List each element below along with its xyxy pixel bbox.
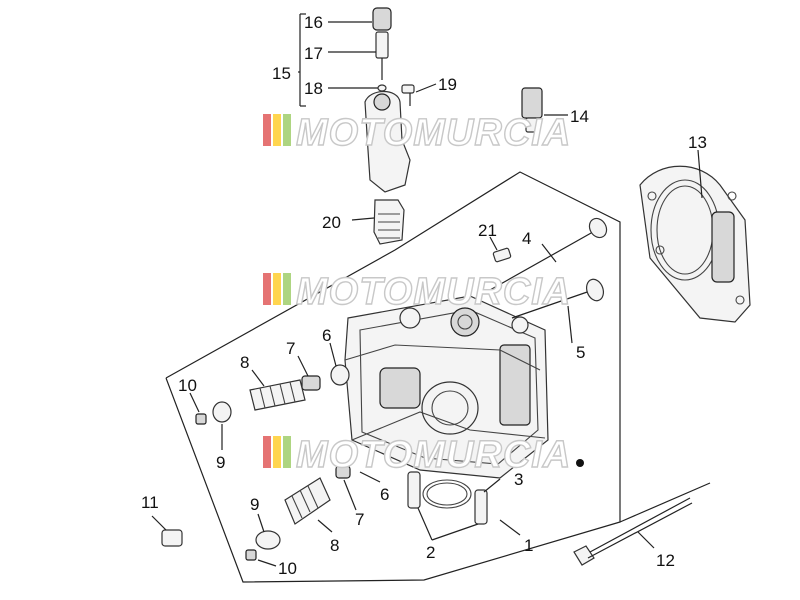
cylinder-head <box>344 295 584 479</box>
label-20: 20 <box>322 213 341 232</box>
svg-text:MOTOMURCIA: MOTOMURCIA <box>296 112 571 154</box>
svg-text:MOTOMURCIA: MOTOMURCIA <box>296 434 571 476</box>
label-11: 11 <box>141 493 159 512</box>
label-14: 14 <box>570 107 589 126</box>
label-8a: 8 <box>240 353 249 372</box>
plug <box>161 529 183 547</box>
head-gasket <box>639 165 751 323</box>
sensor-connector <box>521 87 543 133</box>
label-4: 4 <box>522 229 531 248</box>
watermark-top: MOTOMURCIA <box>263 111 571 155</box>
label-6a: 6 <box>322 326 331 345</box>
label-12: 12 <box>656 551 675 570</box>
label-9b: 9 <box>250 495 259 514</box>
lower-valve-springs <box>245 465 351 561</box>
label-7a: 7 <box>286 339 295 358</box>
long-bolt <box>573 497 693 566</box>
label-3: 3 <box>514 470 523 489</box>
label-18: 18 <box>304 79 323 98</box>
label-21: 21 <box>478 221 497 240</box>
dowels-and-oring <box>407 471 488 525</box>
marker-dot <box>576 459 584 467</box>
svg-text:MOTOMURCIA: MOTOMURCIA <box>296 271 571 313</box>
label-19: 19 <box>438 75 457 94</box>
label-7b: 7 <box>355 510 364 529</box>
label-13: 13 <box>688 133 707 152</box>
assembly-frame <box>165 171 711 583</box>
part-labels: 16 17 15 18 19 14 13 20 21 4 6 5 7 8 10 … <box>141 13 707 578</box>
label-9a: 9 <box>216 453 225 472</box>
watermark-middle: MOTOMURCIA <box>263 270 571 314</box>
label-5: 5 <box>576 343 585 362</box>
label-10a: 10 <box>178 376 197 395</box>
label-8b: 8 <box>330 536 339 555</box>
label-17: 17 <box>304 44 323 63</box>
label-16: 16 <box>304 13 323 32</box>
sensor-stack <box>364 7 415 245</box>
label-10b: 10 <box>278 559 297 578</box>
upper-valve-springs <box>195 364 350 425</box>
label-6b: 6 <box>380 485 389 504</box>
label-2: 2 <box>426 543 435 562</box>
label-15: 15 <box>272 64 291 83</box>
leader-lines <box>151 13 703 567</box>
valves <box>489 217 608 319</box>
label-1: 1 <box>524 536 533 555</box>
stud <box>492 247 512 263</box>
watermark-bottom: MOTOMURCIA <box>263 433 571 477</box>
